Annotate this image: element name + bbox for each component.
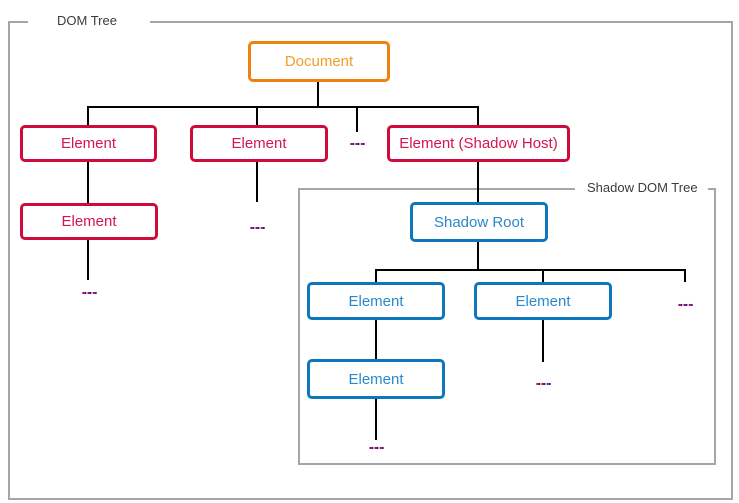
connector-host-shadow-root <box>477 162 479 202</box>
ellipsis-node-element1-grandchild: ... <box>81 284 97 297</box>
connector-stub-element1 <box>87 106 89 125</box>
connector-stub-element2 <box>256 106 258 125</box>
shadow-dom-tree-legend: Shadow DOM Tree <box>575 180 708 196</box>
ellipsis-node-element2-child: ... <box>249 219 265 232</box>
node-element-2: Element <box>190 125 328 162</box>
connector-stub-shadow-element2 <box>542 269 544 282</box>
connector-document-down <box>317 82 319 108</box>
ellipsis-node-shadow-element2-child: ... <box>535 375 551 388</box>
connector-stub-shadow-element1 <box>375 269 377 282</box>
dom-tree-frame <box>8 21 733 500</box>
connector-shadow-children-bar <box>375 269 686 271</box>
node-shadow-root: Shadow Root <box>410 202 548 242</box>
dom-tree-legend: DOM Tree <box>28 13 150 29</box>
connector-stub-shadow-ellipsis <box>684 269 686 282</box>
node-element-1: Element <box>20 125 157 162</box>
node-shadow-element-1-child: Element <box>307 359 445 399</box>
node-element-shadow-host: Element (Shadow Host) <box>387 125 570 162</box>
connector-stub-shadow-host <box>477 106 479 125</box>
node-shadow-element-2: Element <box>474 282 612 320</box>
connector-shadow-element1-grandchild <box>375 399 377 440</box>
connector-element2-child <box>256 162 258 202</box>
connector-element1-grandchild <box>87 240 89 280</box>
ellipsis-node-shadow-element1-grandchild: ... <box>368 439 384 452</box>
node-shadow-element-1: Element <box>307 282 445 320</box>
connector-stub-ellipsis <box>356 106 358 132</box>
connector-element1-child <box>87 162 89 203</box>
connector-shadow-element1-child <box>375 320 377 359</box>
connector-document-children-bar <box>87 106 479 108</box>
connector-shadow-root-down <box>477 242 479 271</box>
node-document: Document <box>248 41 390 82</box>
ellipsis-node-shadow-root-child: ... <box>677 296 693 309</box>
shadow-dom-tree-frame <box>298 188 716 465</box>
connector-shadow-element2-child <box>542 320 544 362</box>
node-element-1-child: Element <box>20 203 158 240</box>
ellipsis-node-document-child: ... <box>349 135 365 148</box>
